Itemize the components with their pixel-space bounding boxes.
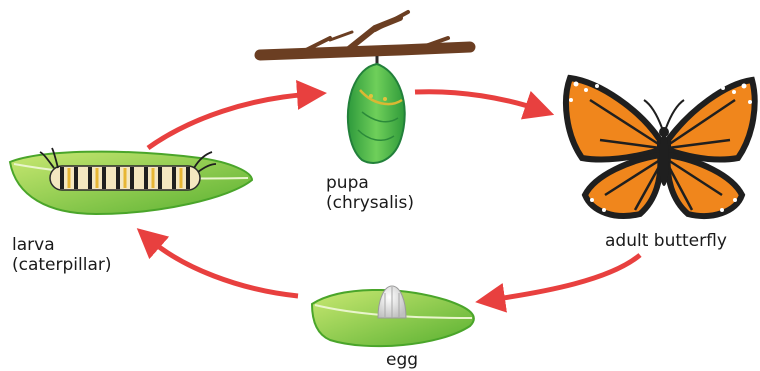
larva-label: larva (caterpillar) [12,235,112,275]
adult-label-line1: adult butterfly [605,231,727,251]
adult-butterfly-label: adult butterfly [605,231,727,251]
branch-icon [260,12,470,55]
egg-on-leaf-icon [312,286,474,346]
arrow-adult-to-egg [490,255,640,300]
arrow-pupa-to-adult [415,92,540,110]
pupa-label-line1: pupa [326,173,414,193]
arrow-egg-to-larva [148,238,298,296]
egg-label: egg [386,350,418,370]
arrow-larva-to-pupa [148,94,312,148]
pupa-label: pupa (chrysalis) [326,173,414,213]
butterfly-icon [566,78,755,216]
chrysalis-icon [348,56,405,163]
caterpillar-on-leaf-icon [10,148,252,214]
larva-label-line2: (caterpillar) [12,255,112,275]
pupa-label-line2: (chrysalis) [326,193,414,213]
egg-label-line1: egg [386,350,418,370]
larva-label-line1: larva [12,235,112,255]
